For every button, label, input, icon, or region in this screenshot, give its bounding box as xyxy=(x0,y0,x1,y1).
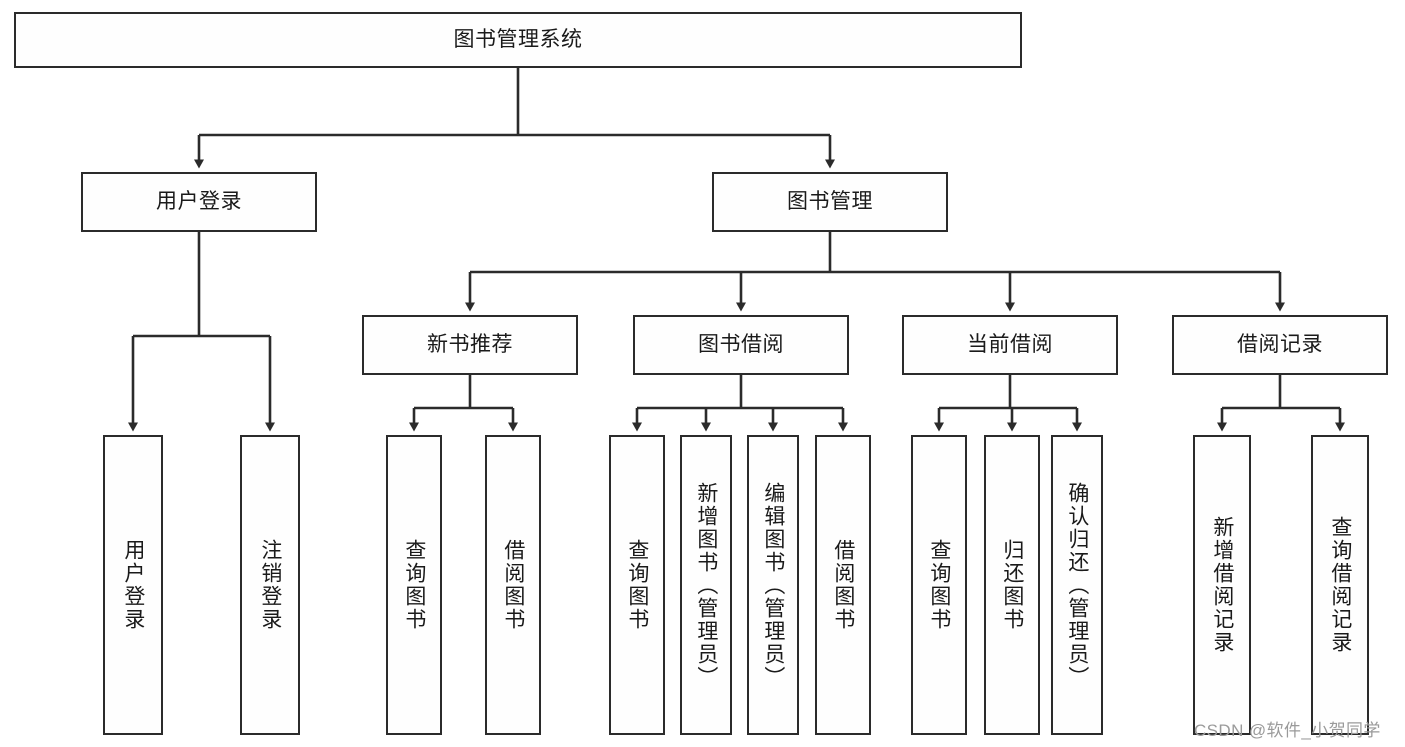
node-label: 注销登录 xyxy=(258,539,282,631)
node-label: 用户登录 xyxy=(121,539,145,631)
node-current-borrow[interactable]: 当前借阅 xyxy=(902,315,1118,375)
leaf-query-borrow-record[interactable]: 查询借阅记录 xyxy=(1311,435,1369,735)
node-root-library-system[interactable]: 图书管理系统 xyxy=(14,12,1022,68)
node-user-login[interactable]: 用户登录 xyxy=(81,172,317,232)
leaf-query-book-recommend[interactable]: 查询图书 xyxy=(386,435,442,735)
leaf-confirm-return-admin[interactable]: 确认归还（管理员） xyxy=(1051,435,1103,735)
node-label: 归还图书 xyxy=(1000,539,1024,631)
node-book-management[interactable]: 图书管理 xyxy=(712,172,948,232)
leaf-logout[interactable]: 注销登录 xyxy=(240,435,300,735)
node-label: 当前借阅 xyxy=(967,332,1053,356)
node-label: 图书借阅 xyxy=(698,332,784,356)
leaf-query-book-borrow[interactable]: 查询图书 xyxy=(609,435,665,735)
leaf-user-login[interactable]: 用户登录 xyxy=(103,435,163,735)
node-new-book-recommend[interactable]: 新书推荐 xyxy=(362,315,578,375)
node-label: 确认归还（管理员） xyxy=(1065,481,1089,689)
leaf-return-book[interactable]: 归还图书 xyxy=(984,435,1040,735)
node-borrow-record[interactable]: 借阅记录 xyxy=(1172,315,1388,375)
node-label: 新增图书（管理员） xyxy=(694,481,718,689)
node-label: 图书管理 xyxy=(787,189,873,213)
leaf-add-borrow-record[interactable]: 新增借阅记录 xyxy=(1193,435,1251,735)
connector-group xyxy=(128,68,1345,432)
leaf-edit-book-admin[interactable]: 编辑图书（管理员） xyxy=(747,435,799,735)
node-label: 借阅记录 xyxy=(1237,332,1323,356)
node-label: 查询图书 xyxy=(402,539,426,631)
node-label: 新增借阅记录 xyxy=(1210,516,1234,654)
leaf-borrow-book-recommend[interactable]: 借阅图书 xyxy=(485,435,541,735)
node-label: 查询借阅记录 xyxy=(1328,516,1352,654)
leaf-add-book-admin[interactable]: 新增图书（管理员） xyxy=(680,435,732,735)
node-label: 查询图书 xyxy=(927,539,951,631)
node-label: 图书管理系统 xyxy=(453,27,583,51)
leaf-query-book-current[interactable]: 查询图书 xyxy=(911,435,967,735)
node-label: 借阅图书 xyxy=(831,539,855,631)
node-label: 新书推荐 xyxy=(427,332,513,356)
node-book-borrow[interactable]: 图书借阅 xyxy=(633,315,849,375)
node-label: 编辑图书（管理员） xyxy=(761,481,785,689)
node-label: 用户登录 xyxy=(156,189,242,213)
node-label: 借阅图书 xyxy=(501,539,525,631)
node-label: 查询图书 xyxy=(625,539,649,631)
leaf-borrow-book[interactable]: 借阅图书 xyxy=(815,435,871,735)
